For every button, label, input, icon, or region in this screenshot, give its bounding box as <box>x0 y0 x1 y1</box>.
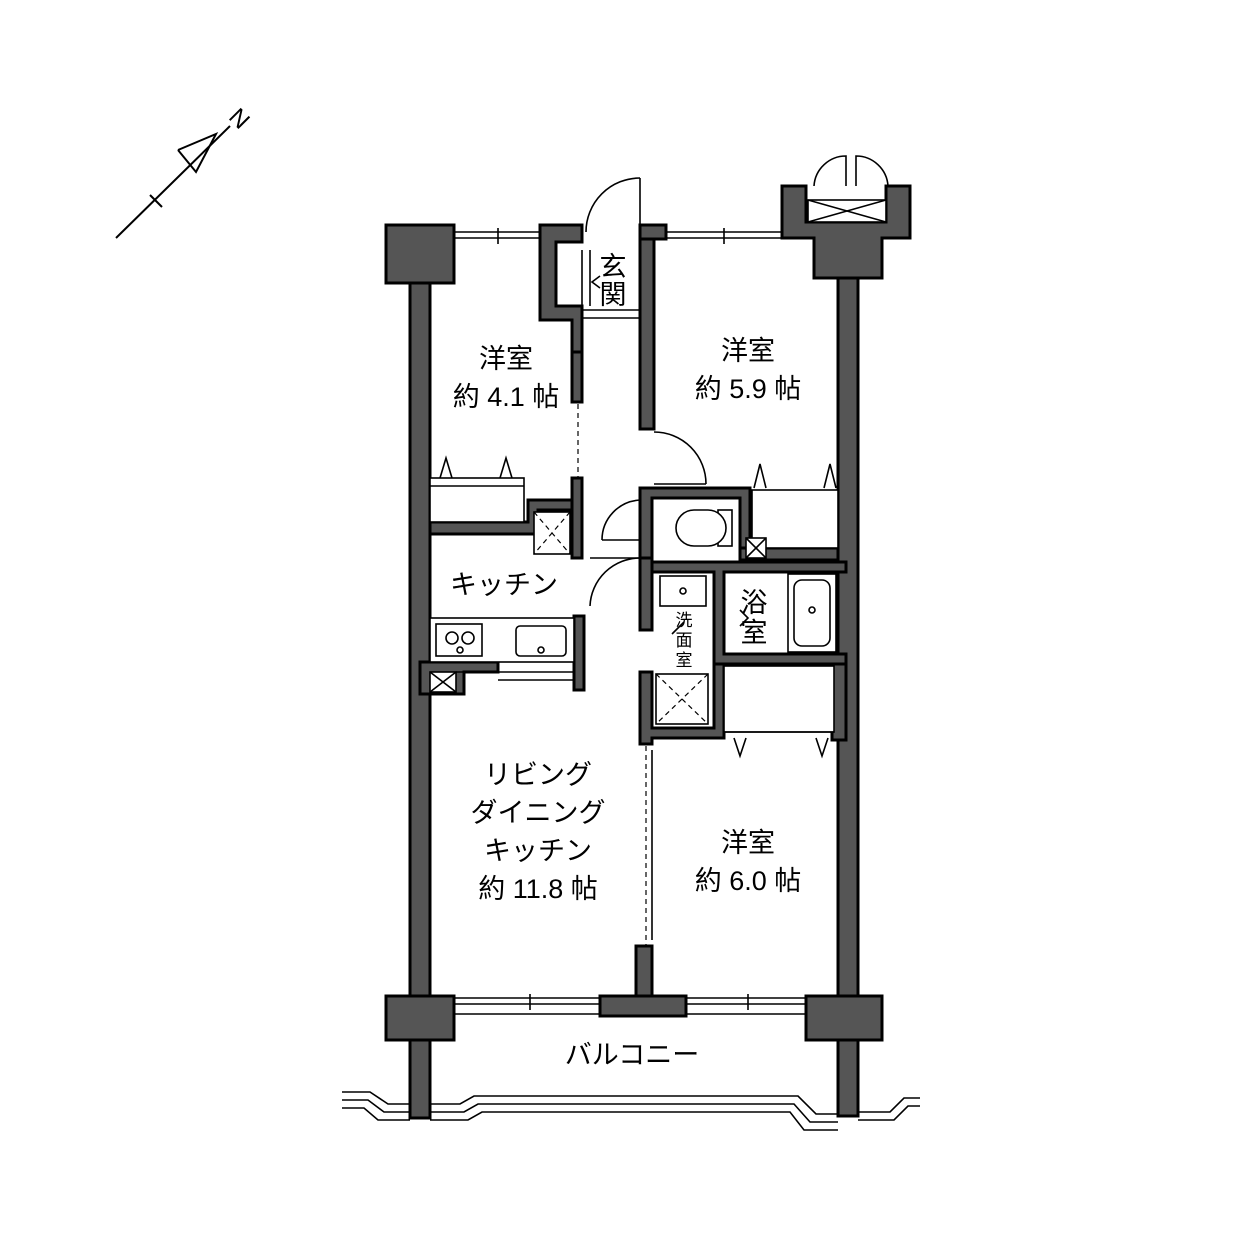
bathroom-label: 浴 室 <box>741 588 768 648</box>
western-room-3-name: 洋室 <box>721 828 775 858</box>
doors <box>577 155 889 946</box>
ldk-label-line3: キッチン <box>484 836 592 866</box>
bathroom-label-line2: 室 <box>741 618 768 648</box>
western-room-2-name: 洋室 <box>721 336 775 366</box>
western-room-2-size: 約 5.9 帖 <box>695 374 802 404</box>
balcony-rail <box>342 1091 920 1131</box>
washroom-label-line2: 面 <box>676 631 693 650</box>
bathroom-label-line1: 浴 <box>741 588 768 618</box>
entrance-label-line2: 関 <box>600 280 627 310</box>
western-room-1-name: 洋室 <box>479 344 533 374</box>
ldk-size: 約 11.8 帖 <box>478 874 598 904</box>
north-label: N <box>223 103 254 134</box>
walls <box>384 184 912 1120</box>
entrance-label: 玄 関 <box>600 252 627 310</box>
ldk-label: リビング ダイニング キッチン 約 11.8 帖 <box>471 760 606 904</box>
ldk-label-line1: リビング <box>484 760 592 790</box>
western-room-1-size: 約 4.1 帖 <box>453 382 560 412</box>
washroom-label: 洗 面 室 <box>676 611 693 670</box>
ldk-label-line2: ダイニング <box>471 798 606 828</box>
fixtures <box>429 455 839 759</box>
balcony-name: バルコニー <box>565 1040 699 1070</box>
north-arrow-icon: N <box>115 103 255 239</box>
entrance-label-line1: 玄 <box>600 252 627 282</box>
western-room-3-size: 約 6.0 帖 <box>695 866 802 896</box>
washroom-label-line3: 室 <box>676 651 693 670</box>
kitchen-name: キッチン <box>450 570 558 600</box>
washroom-label-line1: 洗 <box>676 611 693 630</box>
windows <box>454 228 806 1015</box>
